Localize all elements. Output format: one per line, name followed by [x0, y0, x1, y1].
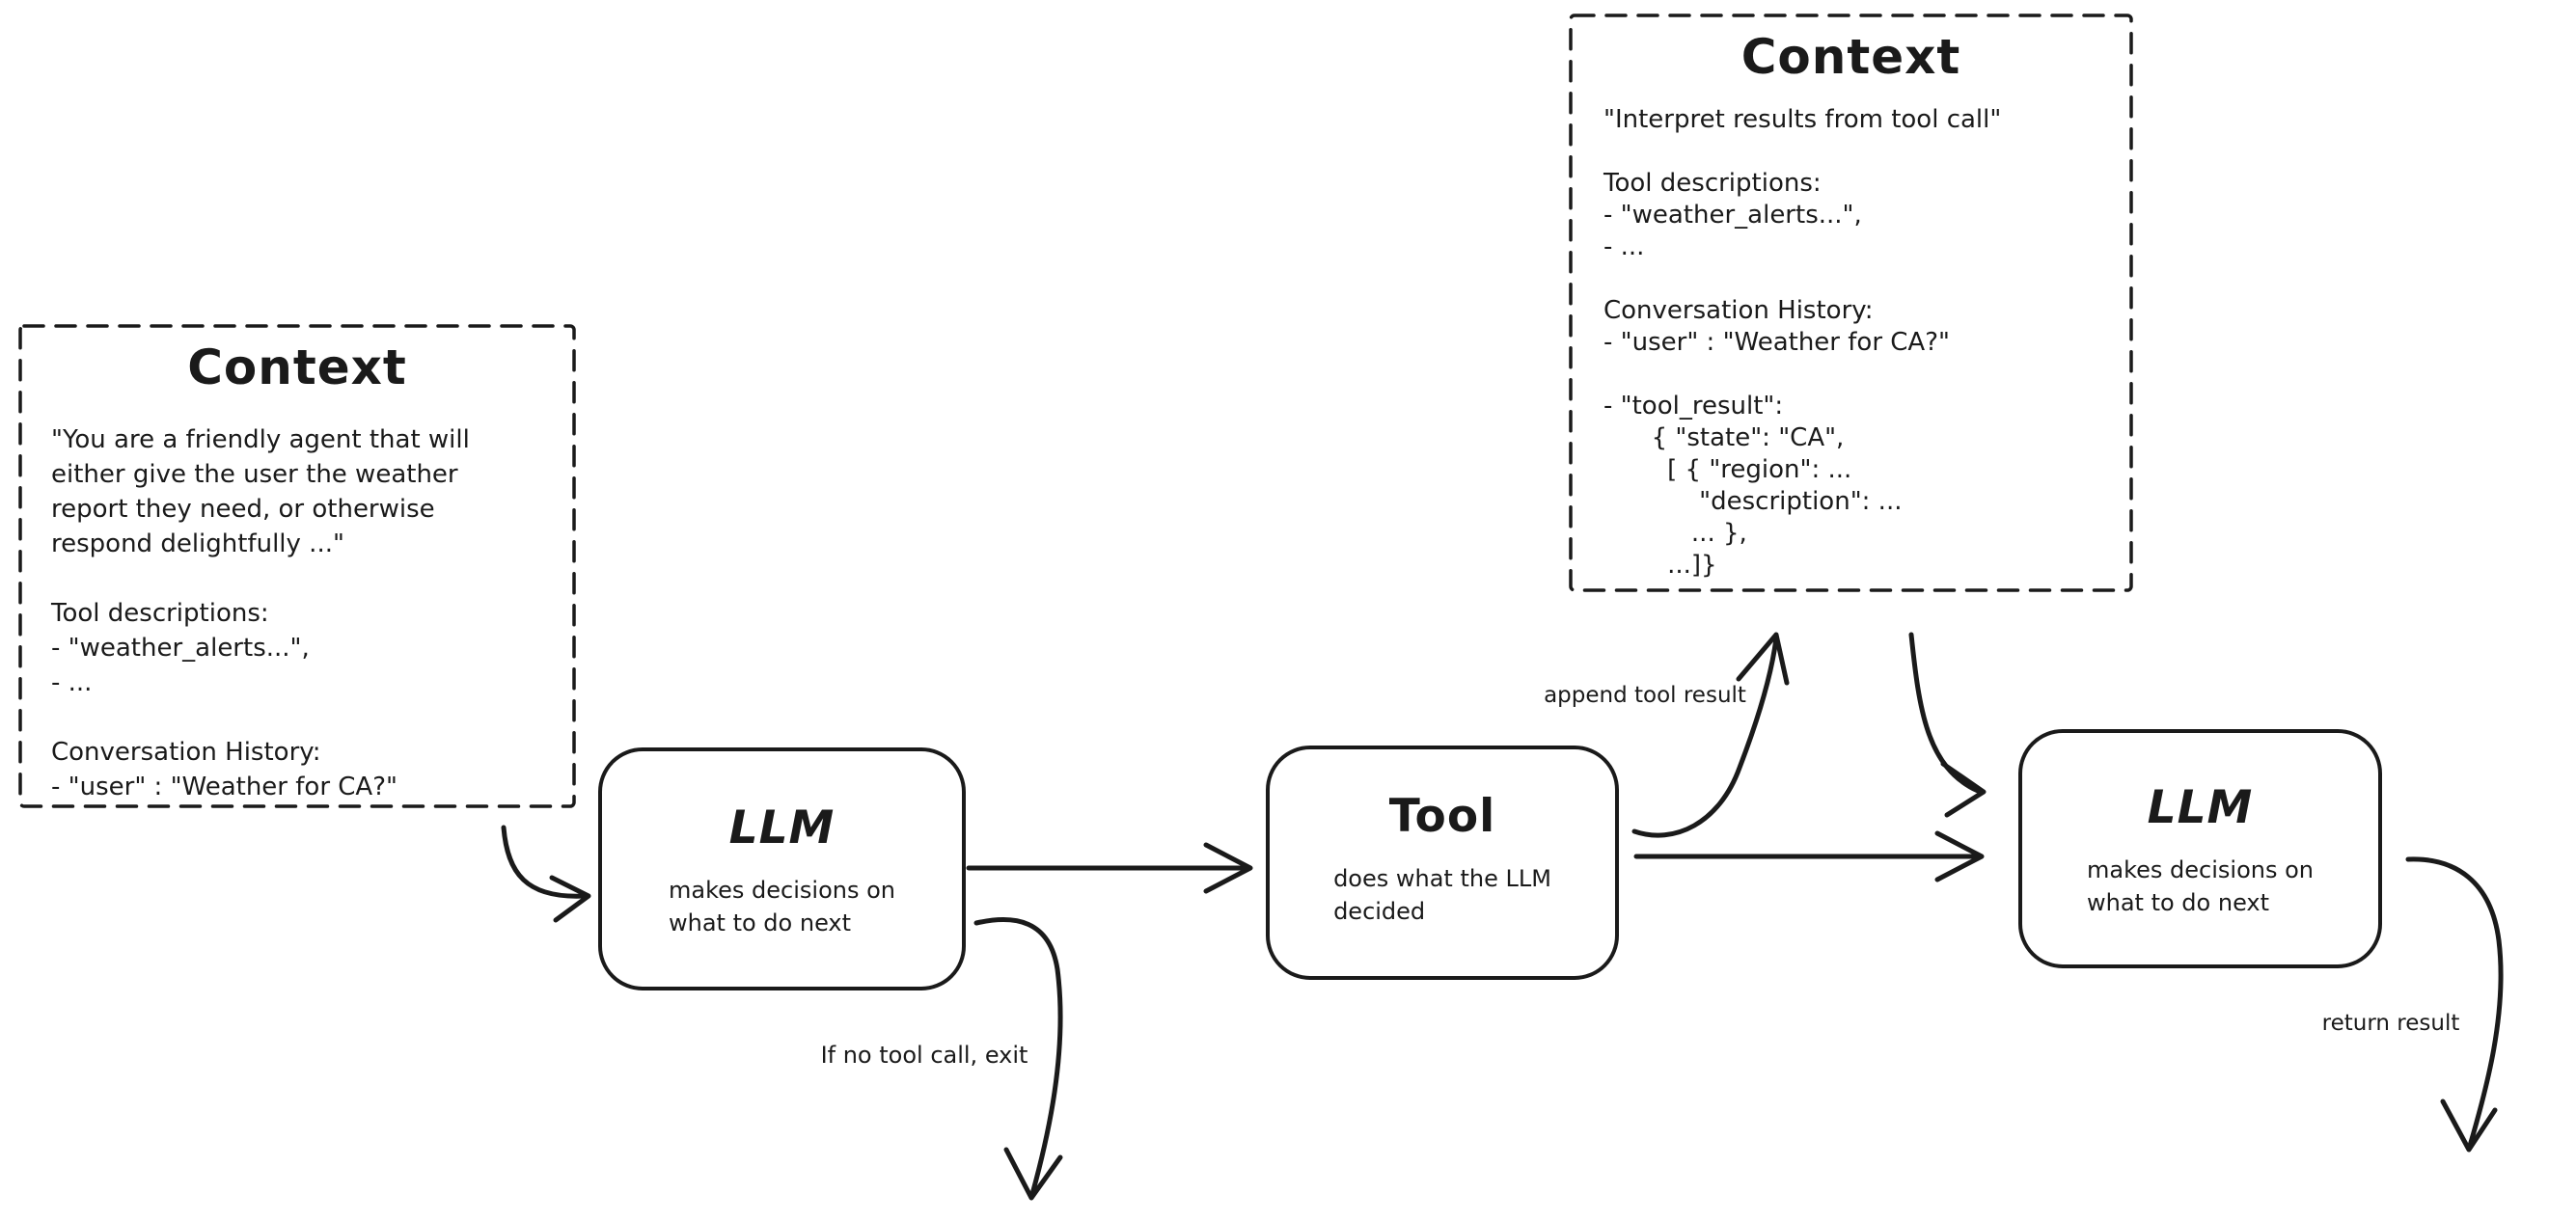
- llm1-node: LLM makes decisions on what to do next: [598, 747, 966, 990]
- llm1-description: makes decisions on what to do next: [669, 877, 895, 936]
- if-no-tool-call-label: If no tool call, exit: [820, 1042, 1028, 1069]
- llm2-node: LLM makes decisions on what to do next: [2018, 729, 2382, 968]
- arrow-llm1-to-tool: [966, 842, 1253, 894]
- tool-node: Tool does what the LLM decided: [1266, 746, 1619, 980]
- context-left-box: Context "You are a friendly agent that w…: [20, 326, 574, 806]
- llm1-title: LLM: [728, 801, 836, 855]
- context-top-text: "Interpret results from tool call" Tool …: [1603, 105, 2002, 580]
- arrow-llm2-return: [2405, 856, 2504, 1153]
- arrow-tool-to-llm2: [1633, 830, 1985, 882]
- llm2-title: LLM: [2147, 781, 2254, 834]
- arrow-tool-to-context-top: [1631, 632, 1790, 838]
- append-tool-result-label: append tool result: [1544, 683, 1746, 708]
- tool-description: does what the LLM decided: [1333, 865, 1551, 925]
- arrow-context-top-to-llm2: [1908, 632, 1987, 818]
- context-top-box: Context "Interpret results from tool cal…: [1571, 15, 2131, 590]
- context-top-title: Context: [1740, 29, 1961, 85]
- context-left-title: Context: [187, 339, 407, 395]
- arrow-context-left-to-llm1: [501, 825, 591, 923]
- tool-title: Tool: [1388, 790, 1496, 843]
- llm2-description: makes decisions on what to do next: [2087, 856, 2314, 916]
- return-result-label: return result: [2321, 1011, 2460, 1036]
